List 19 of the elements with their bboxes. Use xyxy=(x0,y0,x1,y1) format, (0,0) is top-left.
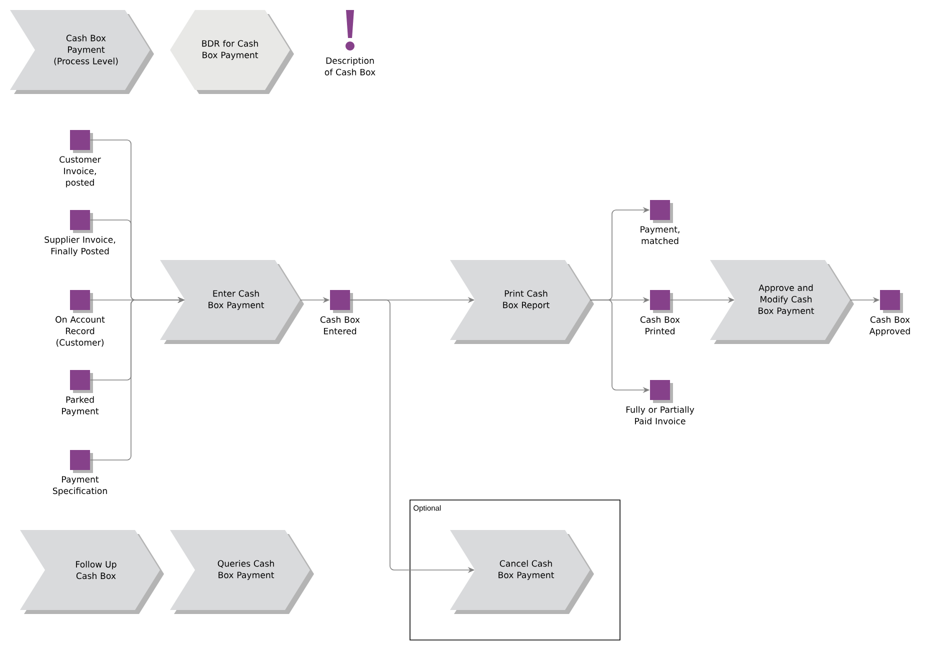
icon-label: Description of Cash Box xyxy=(324,57,376,76)
event-label: Customer Invoice, posted xyxy=(60,156,101,188)
event-label: Payment Specification xyxy=(52,476,107,496)
function-box: Cancel Cash Box Payment xyxy=(450,530,594,614)
function-box: Approve and Modify Cash Box Payment xyxy=(710,260,854,344)
function-box: Follow Up Cash Box xyxy=(20,530,164,614)
event-label: Cash Box Approved xyxy=(869,316,910,336)
event-label: Payment, matched xyxy=(640,226,680,244)
function-box: Cash Box Payment (Process Level) xyxy=(10,10,154,94)
event-label: Supplier Invoice, Finally Posted xyxy=(44,236,116,256)
event-label: Parked Payment xyxy=(62,396,99,416)
event-label: Cash Box Entered xyxy=(320,316,360,334)
event-label: On Account Record (Customer) xyxy=(56,316,105,347)
function-box: Enter Cash Box Payment xyxy=(160,260,304,344)
hexagon: BDR for Cash Box Payment xyxy=(170,10,294,94)
event-label: Fully or Partially Paid Invoice xyxy=(626,406,694,424)
function-box: Queries Cash Box Payment xyxy=(170,530,314,614)
event-label: Cash Box Printed xyxy=(640,316,680,334)
function-box: Print Cash Box Report xyxy=(450,260,594,344)
